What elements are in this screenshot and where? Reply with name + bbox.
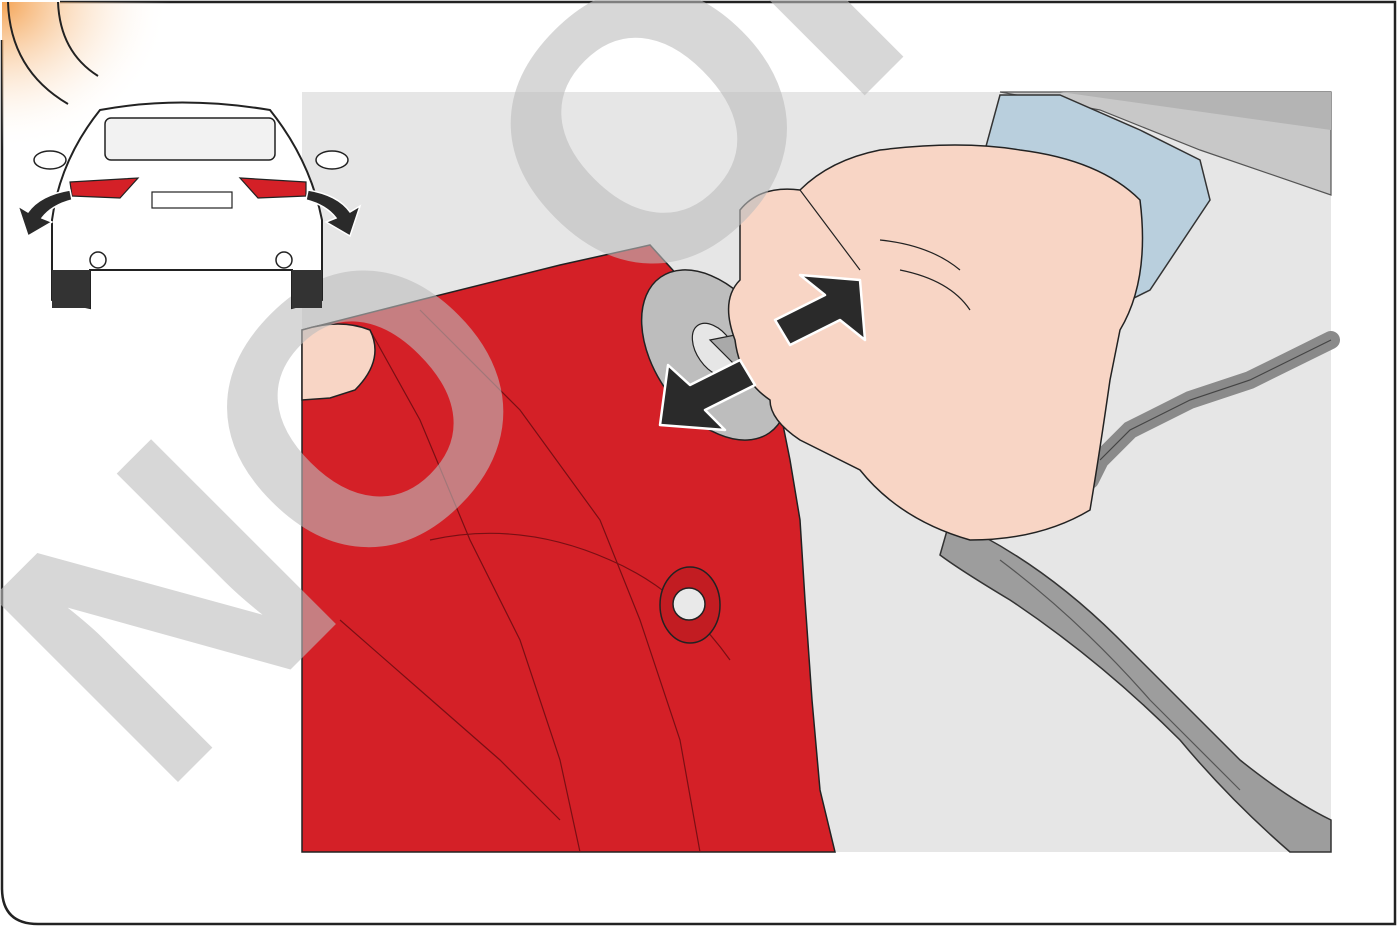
mounting-hole	[660, 567, 720, 643]
